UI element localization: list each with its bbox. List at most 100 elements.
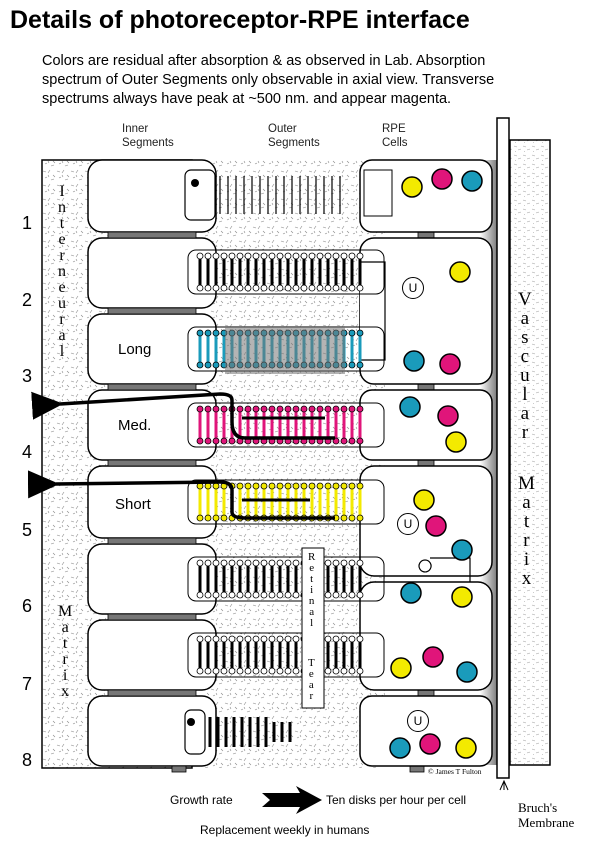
- disk-rim: [348, 635, 356, 643]
- disk-rim: [244, 667, 252, 675]
- vertical-letter: r: [59, 247, 65, 264]
- disk-rim: [212, 559, 220, 567]
- os-stack-2: [187, 249, 385, 295]
- inner-segments-header: Inner Segments: [122, 122, 174, 150]
- disk-rim: [348, 405, 356, 413]
- light-arrow-med: [31, 391, 234, 422]
- disk-rim: [204, 667, 212, 675]
- pigment-granule-cyan: [389, 737, 411, 759]
- bruchs-membrane-label: Bruch's Membrane: [518, 800, 574, 830]
- disk-rim: [196, 667, 204, 675]
- disk-rim: [260, 284, 268, 292]
- disk-rim: [244, 559, 252, 567]
- vertical-letter: e: [58, 231, 66, 248]
- bruchs-membrane: [496, 117, 510, 779]
- basal-body: [187, 718, 195, 726]
- disk-rim: [284, 252, 292, 260]
- disk-rim: [260, 635, 268, 643]
- disk-rim: [316, 482, 324, 490]
- disk-rim: [284, 559, 292, 567]
- disk-rim: [260, 591, 268, 599]
- disk-rim: [228, 635, 236, 643]
- disk-rim: [284, 482, 292, 490]
- disk-rim: [340, 591, 348, 599]
- vertical-letter: M: [518, 473, 535, 494]
- vertical-letter: e: [309, 562, 315, 574]
- pigment-granule-yellow: [455, 737, 477, 759]
- row-number-4: 4: [22, 442, 33, 462]
- vertical-letter: x: [521, 568, 532, 589]
- disk-rim: [332, 284, 340, 292]
- pigment-granules: [389, 168, 483, 759]
- disk-rim: [348, 514, 356, 522]
- rpe-cell-1: [359, 159, 493, 233]
- disk-rim: [236, 635, 244, 643]
- disk-rim: [204, 405, 212, 413]
- disk-rim: [252, 405, 260, 413]
- inner-segment-2: [87, 237, 217, 309]
- vertical-letter: i: [62, 667, 68, 684]
- pigment-granule-yellow: [390, 657, 412, 679]
- disk-rim: [284, 667, 292, 675]
- disk-rim: [244, 405, 252, 413]
- inner-header-line-2: Segments: [122, 137, 174, 149]
- pigment-granule-cyan: [399, 396, 421, 418]
- disk-rim: [204, 329, 212, 337]
- outer-header-line-1: Outer: [268, 123, 297, 135]
- vertical-letter: V: [518, 289, 532, 310]
- disk-rim: [268, 405, 276, 413]
- rpe-header-line-1: RPE: [382, 123, 406, 135]
- disk-rim: [356, 252, 364, 260]
- disk-rim: [196, 635, 204, 643]
- vertical-letter: e: [308, 668, 314, 680]
- disk-rim: [212, 635, 220, 643]
- disk-rim: [340, 252, 348, 260]
- vertical-letter: s: [521, 327, 529, 348]
- disk-rim: [268, 284, 276, 292]
- row-number-3: 3: [22, 366, 33, 386]
- disk-rim: [260, 405, 268, 413]
- vertical-letter: t: [59, 215, 65, 232]
- disk-rim: [308, 252, 316, 260]
- pigment-granule-yellow: [401, 176, 423, 198]
- outer-header-line-2: Segments: [268, 137, 320, 149]
- disk-rim: [252, 635, 260, 643]
- disk-rim: [196, 361, 204, 369]
- pigment-granule-yellow: [445, 431, 467, 453]
- disk-rim: [212, 361, 220, 369]
- disk-rim: [348, 667, 356, 675]
- disk-rim: [356, 405, 364, 413]
- pigment-granule-cyan: [461, 170, 483, 192]
- disk-rim: [276, 635, 284, 643]
- vertical-letter: x: [61, 683, 70, 700]
- disk-rim: [252, 482, 260, 490]
- pigment-granule-magenta: [437, 405, 459, 427]
- disk-rim: [196, 405, 204, 413]
- vertical-letter: a: [520, 308, 530, 329]
- long-cone-label: Long: [118, 341, 152, 358]
- vertical-letter: i: [523, 549, 530, 570]
- inner-segment-6: [87, 543, 217, 615]
- disk-rim: [300, 405, 308, 413]
- inner-segment-5: [87, 465, 217, 539]
- disk-rim: [348, 252, 356, 260]
- disk-rim: [268, 667, 276, 675]
- disk-rim: [268, 252, 276, 260]
- row-number-5: 5: [22, 520, 33, 540]
- vertical-letter: c: [520, 346, 530, 367]
- growth-arrow: [262, 786, 322, 814]
- disk-rim: [356, 591, 364, 599]
- disk-rim: [252, 284, 260, 292]
- disk-rim: [324, 405, 332, 413]
- disk-rim: [292, 591, 300, 599]
- disk-rim: [236, 252, 244, 260]
- disk-rim: [332, 482, 340, 490]
- disk-rim: [244, 591, 252, 599]
- med-cone-label: Med.: [118, 417, 152, 434]
- row-number-6: 6: [22, 596, 33, 616]
- vertical-letter: u: [58, 295, 66, 312]
- disk-rim: [324, 284, 332, 292]
